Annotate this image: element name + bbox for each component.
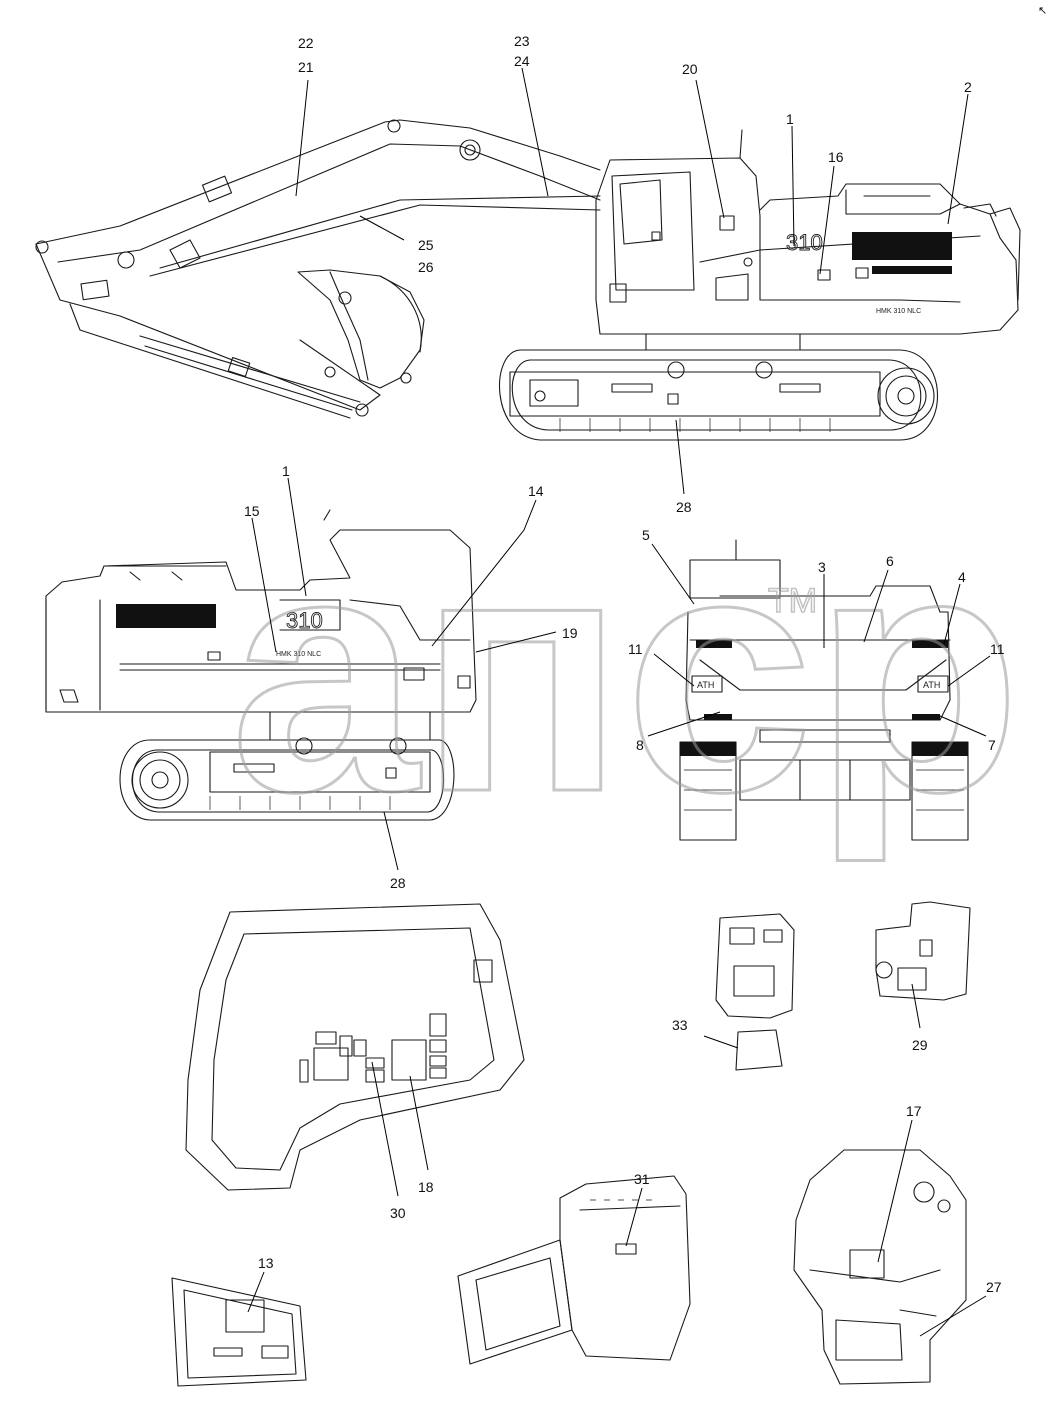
callout-labels: 22 21 23 24 20 1 16 2 25 26 28 1 15 14 1…	[244, 33, 1005, 1295]
callout-17: 17	[906, 1103, 922, 1119]
callout-13: 13	[258, 1255, 274, 1271]
side-view-with-boom: 310 HMK 310 NLC	[35, 119, 1021, 441]
callout-4: 4	[958, 569, 966, 585]
callout-1-right: 1	[282, 463, 290, 479]
callout-8: 8	[636, 737, 644, 753]
callout-25: 25	[418, 237, 434, 253]
callout-29: 29	[912, 1037, 928, 1053]
model-decal-side: HMK 310 NLC	[876, 308, 921, 315]
callout-18: 18	[418, 1179, 434, 1195]
callout-33: 33	[672, 1017, 688, 1033]
callout-2: 2	[964, 79, 972, 95]
callout-22: 22	[298, 35, 314, 51]
callout-7: 7	[988, 737, 996, 753]
callout-31: 31	[634, 1171, 650, 1187]
callout-11-right: 11	[990, 641, 1005, 657]
callout-14: 14	[528, 483, 544, 499]
callout-28-top: 28	[676, 499, 692, 515]
rear-sign-right: ATH	[923, 680, 940, 690]
callout-1-top: 1	[786, 111, 794, 127]
callout-20: 20	[682, 61, 698, 77]
side-view-right: 310 HMK 310 NLC	[45, 509, 477, 821]
callout-11-left: 11	[628, 641, 643, 657]
watermark: aпср TM	[229, 482, 1023, 866]
callout-6: 6	[886, 553, 894, 569]
callout-3: 3	[818, 559, 826, 575]
watermark-text: aпср	[230, 483, 1021, 864]
leader-lines	[247, 67, 991, 1337]
boom-number-decal-right: 310	[286, 608, 323, 633]
boom-number-decal-side: 310	[786, 230, 823, 255]
callout-26: 26	[418, 259, 434, 275]
callout-23: 23	[514, 33, 530, 49]
storage-compartment-detail	[457, 1175, 691, 1365]
callout-16: 16	[828, 149, 844, 165]
callout-28-right: 28	[390, 875, 406, 891]
callout-24: 24	[514, 53, 530, 69]
seat-console-detail	[793, 1149, 967, 1385]
rear-view: ATH ATH	[679, 539, 969, 841]
controller-unit	[715, 913, 795, 1071]
callout-19: 19	[562, 625, 578, 641]
cab-window-panel	[185, 903, 525, 1191]
callout-30: 30	[390, 1205, 406, 1221]
hydraulic-tank-detail	[875, 901, 971, 1001]
callout-27: 27	[986, 1279, 1002, 1295]
watermark-trademark: TM	[768, 582, 817, 620]
callout-21: 21	[298, 59, 314, 75]
model-decal-right: HMK 310 NLC	[276, 651, 321, 658]
corner-glyph: ↖	[1038, 5, 1047, 17]
side-panel-detail	[171, 1277, 307, 1387]
rear-sign-left: ATH	[697, 680, 714, 690]
callout-5: 5	[642, 527, 650, 543]
callout-15: 15	[244, 503, 260, 519]
